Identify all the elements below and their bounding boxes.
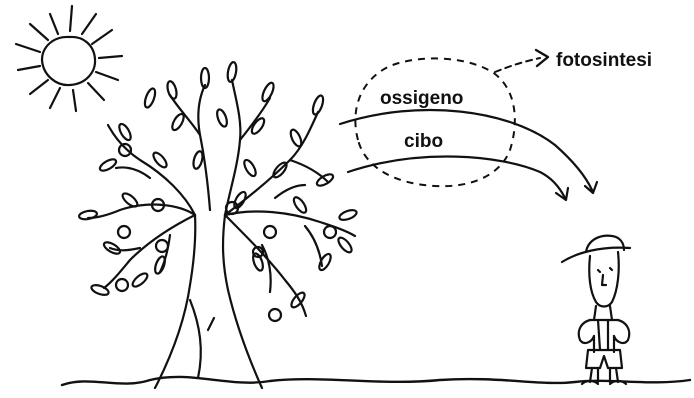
oxygen-label: ossigeno	[380, 88, 463, 109]
oxygen-arrow	[340, 110, 592, 190]
fruit-icon	[116, 144, 336, 321]
sun-icon	[16, 6, 122, 111]
person-figure	[562, 236, 630, 384]
food-arrow	[348, 157, 565, 198]
dashed-cloud-outline	[355, 58, 514, 186]
dashed-arrow	[495, 58, 540, 72]
photosynthesis-label: fotosintesi	[556, 50, 652, 71]
food-label: cibo	[404, 131, 443, 152]
tree	[78, 61, 357, 388]
